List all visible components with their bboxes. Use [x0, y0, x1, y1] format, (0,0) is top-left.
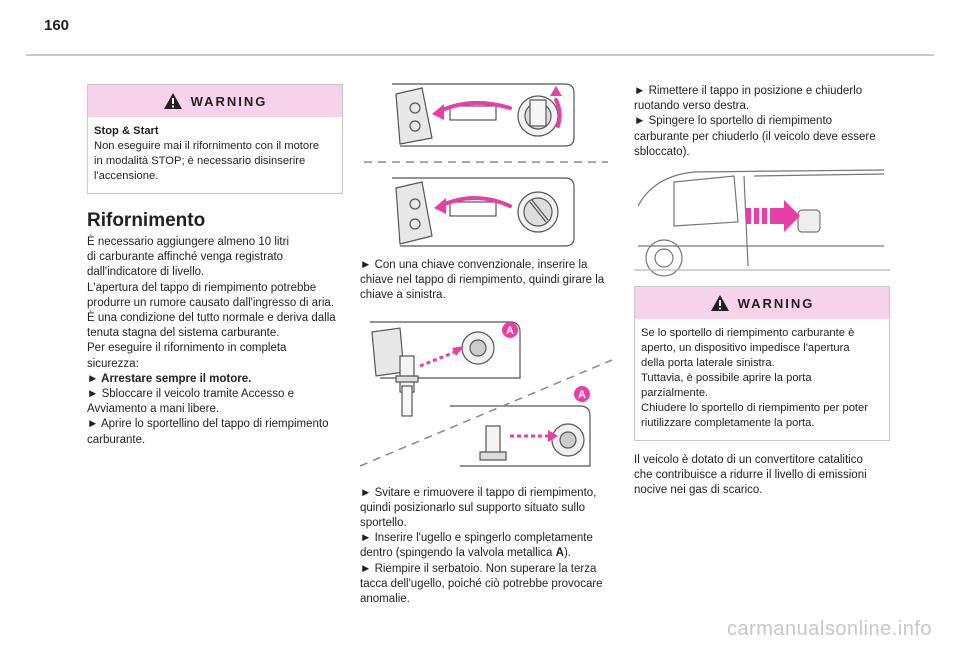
warning-header: WARNING [635, 287, 889, 320]
body-line: di carburante affinché venga registrato [87, 251, 284, 264]
warning-line: Se lo sportello di riempimento carburant… [641, 327, 855, 340]
warning-line: aperto, un dispositivo impedisce l'apert… [641, 342, 850, 355]
text-line: ► Rimettere il tappo in posizione e chiu… [634, 85, 863, 97]
warning-line: della porta laterale sinistra. [641, 357, 775, 370]
text-line: chiave a sinistra. [360, 289, 446, 302]
text-line: anomalie. [360, 593, 410, 606]
section-body: È necessario aggiungere almeno 10 litri … [87, 235, 343, 448]
warning-line: in modalità STOP; è necessario disinseri… [94, 155, 306, 167]
body-line: Per eseguire il rifornimento in completa [87, 342, 287, 355]
warning-box-stop-start: WARNING Stop & Start Non eseguire mai il… [87, 84, 343, 194]
catalytic-converter-note: Il veicolo è dotato di un convertitore c… [634, 453, 890, 499]
body-line: tenuta stagna del sistema carburante. [87, 327, 280, 340]
text-fragment: ). [563, 547, 571, 560]
body-line: produrre un rumore causato dall'ingresso… [87, 296, 335, 309]
body-line: È necessario aggiungere almeno 10 litri [87, 236, 290, 248]
text-line: ruotando verso destra. [634, 100, 750, 113]
text-line: sbloccato). [634, 145, 690, 158]
warning-title: WARNING [737, 295, 815, 311]
warning-line: l'accensione. [94, 170, 159, 182]
warning-line: parzialmente. [641, 387, 709, 400]
refuel-instructions: ► Svitare e rimuovere il tappo di riempi… [360, 486, 612, 608]
close-instructions: ► Rimettere il tappo in posizione e chiu… [634, 84, 890, 160]
text-line: ► Svitare e rimuovere il tappo di riempi… [360, 486, 597, 499]
body-line: L'apertura del tappo di riempimento potr… [87, 281, 317, 294]
warning-line: Chiudere lo sportello di riempimento per… [641, 402, 868, 415]
body-line: sicurezza: [87, 357, 139, 370]
key-instruction: ► Con una chiave convenzionale, inserire… [360, 258, 612, 304]
text-line: carburante per chiuderlo (il veicolo dev… [634, 130, 876, 143]
body-line: dall'indicatore di livello. [87, 266, 205, 279]
warning-title: WARNING [190, 93, 268, 109]
warning-line: riutilizzare completamente la porta. [641, 417, 815, 430]
text-line: ► Inserire l'ugello e spingerlo completa… [360, 532, 593, 545]
warning-triangle-icon [710, 295, 729, 312]
warning-line: Non eseguire mai il rifornimento con il … [94, 140, 320, 152]
step-line: ► Sbloccare il veicolo tramite Accesso e [87, 388, 294, 401]
text-line: sportello. [360, 517, 407, 530]
text-line: che contribuisce a ridurre il livello di… [634, 469, 867, 482]
text-line: Il veicolo è dotato di un convertitore c… [634, 454, 863, 467]
step-stop-engine: ► Arrestare sempre il motore. [87, 372, 252, 385]
right-column: ► Rimettere il tappo in posizione e chiu… [634, 84, 890, 499]
text-line: nocive nei gas di scarico. [634, 484, 763, 497]
warning-header: WARNING [88, 85, 342, 117]
watermark: carmanualsonline.info [726, 618, 932, 640]
fuel-cap-key-illustration [364, 83, 608, 247]
top-divider [26, 54, 934, 56]
step-line: carburante. [87, 433, 146, 446]
warning-heading: Stop & Start [94, 125, 159, 137]
text-line: ► Con una chiave convenzionale, inserire… [360, 259, 588, 271]
warning-triangle-icon [163, 93, 182, 109]
vehicle-flap-illustration [634, 169, 890, 277]
label-a-bottom: A [578, 389, 586, 401]
text-line: ► Riempire il serbatoio. Non superare la… [360, 562, 597, 575]
text-fragment: dentro (spingendo la valvola metallica [360, 547, 556, 560]
warning-body: Se lo sportello di riempimento carburant… [635, 319, 889, 440]
text-line: chiave nel tappo di riempimento, quindi … [360, 274, 605, 287]
valve-label: A [555, 547, 564, 560]
text-line: tacca dell'ugello, poiché ciò potrebbe p… [360, 577, 603, 590]
warning-box-flap: WARNING Se lo sportello di riempimento c… [634, 286, 890, 442]
text-line: quindi posizionarlo sul supporto situato… [360, 501, 586, 514]
middle-column: ► Con una chiave convenzionale, inserire… [360, 78, 612, 607]
warning-line: Tuttavia, è possibile aprire la porta [641, 372, 812, 385]
warning-body: Stop & Start Non eseguire mai il riforni… [88, 117, 342, 193]
section-title: Rifornimento [87, 210, 206, 231]
label-a-top: A [506, 325, 514, 337]
page-number: 160 [44, 17, 70, 34]
nozzle-insert-illustration: A A [360, 321, 612, 467]
step-line: ► Aprire lo sportellino del tappo di rie… [87, 418, 329, 431]
text-line: dentro (spingendo la valvola metallica A… [360, 546, 612, 561]
step-line: Avviamento a mani libere. [87, 403, 220, 416]
text-line: ► Spingere lo sportello di riempimento [634, 115, 833, 128]
body-line: È una condizione del tutto normale e der… [87, 312, 336, 325]
left-column: WARNING Stop & Start Non eseguire mai il… [87, 84, 343, 448]
